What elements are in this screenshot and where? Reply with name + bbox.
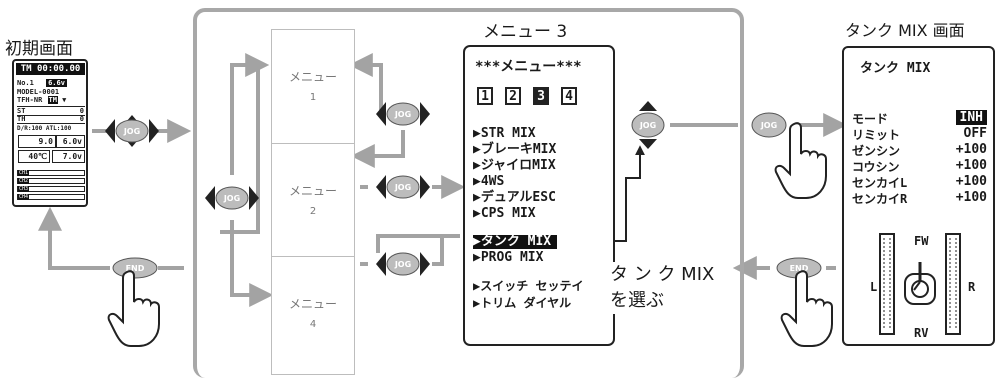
arrow-to-card2 xyxy=(350,130,405,168)
menu3-header: ***メニュー*** xyxy=(475,59,582,75)
tank-mix-diagram xyxy=(879,233,961,335)
antenna-icon: ▼ xyxy=(62,96,67,104)
arrow-end-to-init xyxy=(38,206,110,270)
initial-screen-display: TM 00:00.00 No.1 6.6v MODEL-0001 TFH-NR … xyxy=(12,59,88,207)
arrow-to-card1 xyxy=(230,53,270,175)
menu-item-trim-dial: ▶トリム ダイヤル xyxy=(473,296,572,310)
pointing-hand-icon xyxy=(780,270,833,347)
init-box-2: 6.0v xyxy=(56,135,85,148)
init-model-name: MODEL-0001 xyxy=(17,88,60,96)
tank-row-limit-value: OFF xyxy=(963,126,987,141)
menu-item-cps-mix: ▶CPS MIX xyxy=(473,206,536,221)
jog-button-menu1[interactable]: JOG xyxy=(374,97,432,131)
init-box-1: 9.0 xyxy=(18,135,56,148)
menu4-card: メニュー 4 xyxy=(271,256,355,375)
select-note: タ ン ク MIX を選ぶ xyxy=(606,262,719,314)
tank-row-turn-r-label: センカイR xyxy=(852,192,908,206)
tank-row-forward-value: +100 xyxy=(955,142,987,157)
svg-text:JOG: JOG xyxy=(639,121,656,130)
page-3-button: 3 xyxy=(533,87,549,105)
arrow-card2-left xyxy=(220,186,260,234)
pointing-hand-icon xyxy=(774,122,827,199)
tank-screen-label: タンク MIX 画面 xyxy=(845,21,965,40)
init-timer: TM 00:00.00 xyxy=(16,63,85,75)
jog-button-press[interactable]: JOG xyxy=(740,108,798,142)
tank-row-turn-r-value: +100 xyxy=(955,190,987,205)
init-box-4: 7.0v xyxy=(52,150,85,163)
svg-text:JOG: JOG xyxy=(394,260,411,269)
arrow-to-card4 xyxy=(230,220,274,307)
jog-button-menu4[interactable]: JOG xyxy=(374,247,432,281)
init-dr-atl: D/R:100 ATL:100 xyxy=(17,125,72,132)
pointing-hand-icon xyxy=(107,270,160,347)
tank-title: タンク MIX xyxy=(860,61,931,76)
arrow-jog-up-menu xyxy=(432,234,460,266)
menu3-screen: ***メニュー*** 1 2 3 4 ▶STR MIX ▶ブレーキMIX ▶ジャ… xyxy=(463,45,615,346)
menu-item-4ws: ▶4WS xyxy=(473,174,505,189)
menu-item-dual-esc: ▶デュアルESC xyxy=(473,190,556,205)
tank-row-forward-label: ゼンシン xyxy=(852,144,901,158)
tank-fw-label: FW xyxy=(914,234,929,248)
initial-screen-label: 初期画面 xyxy=(5,39,73,59)
svg-text:JOG: JOG xyxy=(394,183,411,192)
jog-button-menu2[interactable]: JOG xyxy=(374,170,432,204)
arrow-back-card1 xyxy=(348,53,383,110)
page-1-button: 1 xyxy=(477,87,493,105)
tank-row-reverse-label: コウシン xyxy=(852,160,900,174)
arrow-back-to-card4 xyxy=(376,234,440,253)
tank-row-turn-l-value: +100 xyxy=(955,174,987,189)
svg-text:END: END xyxy=(126,264,145,273)
init-ch1: CH1 xyxy=(17,170,85,176)
menu1-card: メニュー 1 xyxy=(271,29,355,148)
flow-arrows xyxy=(38,53,848,307)
jog-text: JOG xyxy=(123,127,140,136)
tank-row-mode-label: モード xyxy=(852,112,889,126)
tank-mix-screen: タンク MIX モード INH リミット OFF ゼンシン +100 コウシン … xyxy=(842,46,995,346)
tank-l-label: L xyxy=(870,280,878,294)
tank-row-reverse-value: +100 xyxy=(955,158,987,173)
menu-item-prog-mix: ▶PROG MIX xyxy=(473,250,544,265)
page-2-button: 2 xyxy=(505,87,521,105)
tank-row-turn-l-label: センカイL xyxy=(852,176,908,190)
init-voltage: 6.6v xyxy=(46,79,67,87)
svg-text:END: END xyxy=(790,264,809,273)
menu-item-switch-setting: ▶スイッチ セッテイ xyxy=(473,279,584,293)
menu-item-gyro-mix: ▶ジャイロMIX xyxy=(473,158,556,173)
svg-text:JOG: JOG xyxy=(760,121,777,130)
jog-button-left[interactable]: JOG xyxy=(203,181,261,215)
tank-rv-label: RV xyxy=(914,326,929,340)
menu-item-str-mix: ▶STR MIX xyxy=(473,126,536,141)
init-model-type: TFH-NR TM ▼ xyxy=(17,96,67,104)
init-box-3: 40℃ xyxy=(18,150,50,163)
init-badge: TM xyxy=(47,96,58,104)
menu-item-brake-mix: ▶ブレーキMIX xyxy=(473,142,557,157)
menu-item-tank-mix: ▶タンク MIX xyxy=(473,235,558,249)
tank-row-mode-value: INH xyxy=(955,110,987,125)
jog-button-init[interactable]: JOG xyxy=(103,114,161,148)
arrow-select-tank-mix xyxy=(602,145,645,242)
tank-row-limit-label: リミット xyxy=(852,128,901,142)
init-model-no: No.1 6.6v xyxy=(17,79,67,87)
page-4-button: 4 xyxy=(561,87,577,105)
menu2-card: メニュー 2 xyxy=(271,143,355,262)
svg-text:JOG: JOG xyxy=(223,194,240,203)
init-ch4: CH4 xyxy=(17,194,85,200)
menu-area-frame xyxy=(193,8,744,378)
jog-button-updown[interactable]: JOG xyxy=(619,100,677,150)
tank-r-label: R xyxy=(968,280,976,294)
init-ch2: CH2 xyxy=(17,178,85,184)
menu3-label: メニュー 3 xyxy=(483,22,568,42)
init-ch3: CH3 xyxy=(17,186,85,192)
svg-text:JOG: JOG xyxy=(394,110,411,119)
